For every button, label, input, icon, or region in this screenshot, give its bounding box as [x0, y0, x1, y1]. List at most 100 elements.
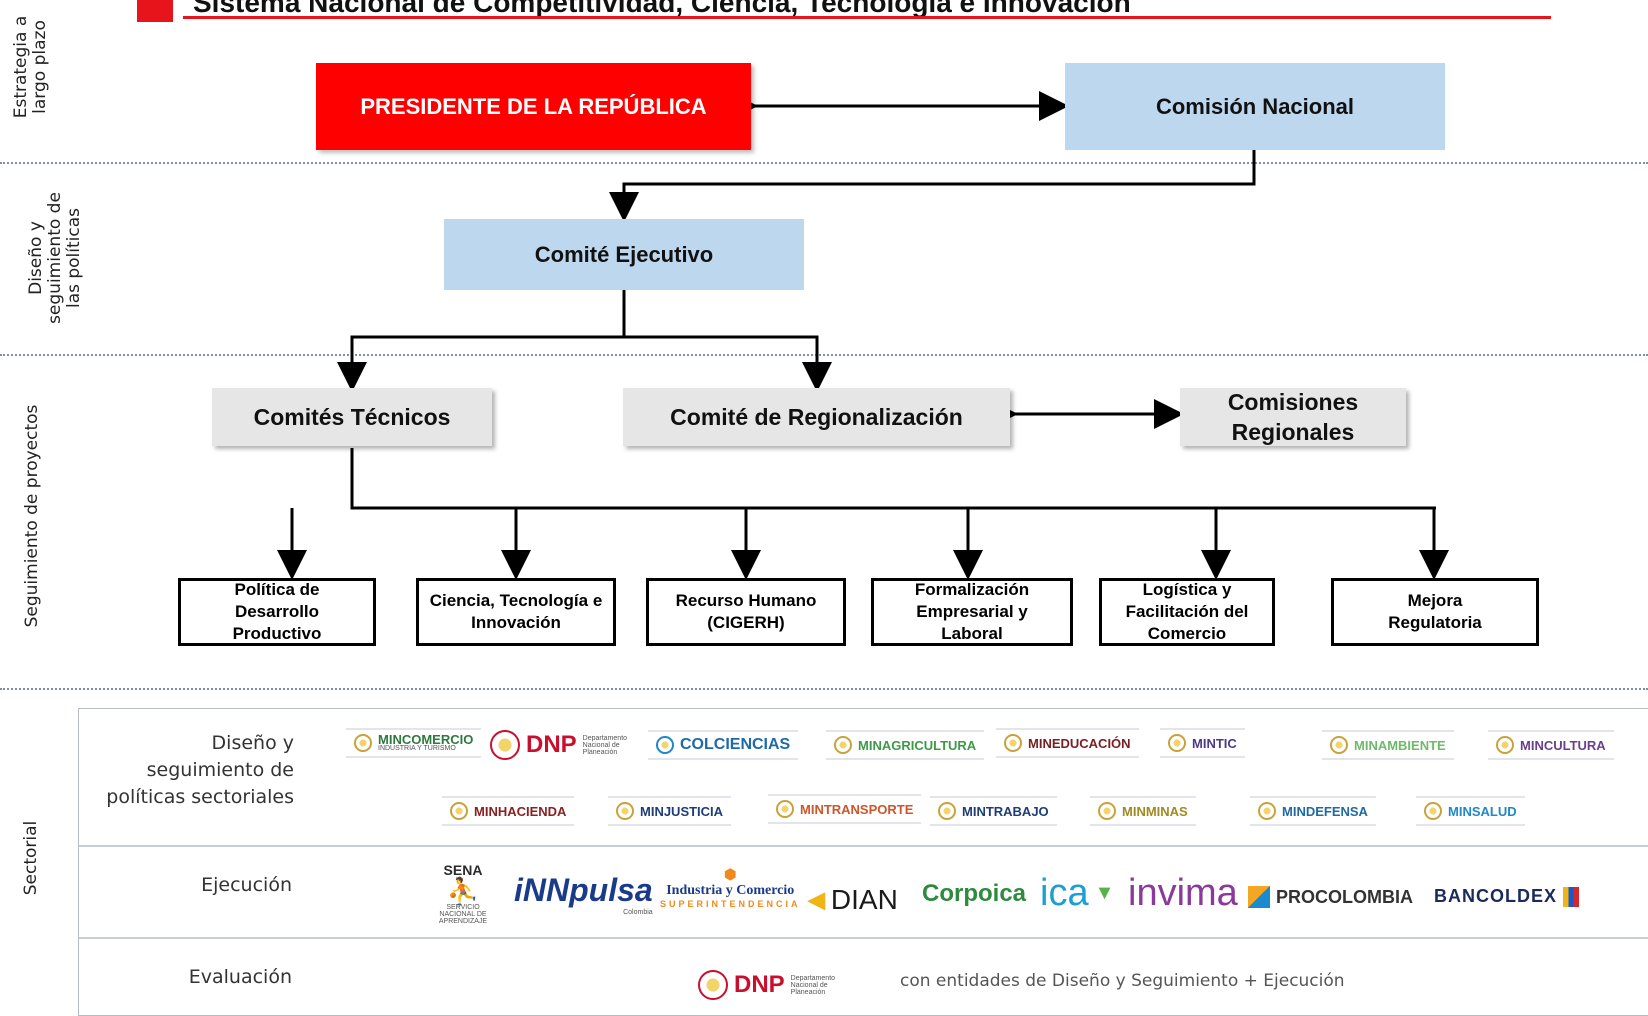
band-separator-2 [0, 354, 1648, 356]
logo-text: COLCIENCIAS [680, 736, 791, 753]
node-comision-nacional: Comisión Nacional [1065, 63, 1445, 150]
logo-text: MINAGRICULTURA [858, 737, 977, 753]
evaluation-note: con entidades de Diseño y Seguimiento + … [900, 971, 1345, 991]
node-comite-ejecutivo: Comité Ejecutivo [444, 219, 804, 290]
coat-of-arms-icon [776, 800, 794, 818]
coat-of-arms-icon [1496, 736, 1514, 754]
logo-minminas: MINMINAS [1090, 796, 1196, 826]
logo-text: MINDEFENSA [1282, 803, 1368, 819]
coat-of-arms-icon [1098, 802, 1116, 820]
logo-text: MINJUSTICIA [640, 803, 724, 819]
logo-text: MINSALUD [1448, 803, 1517, 819]
logo-subtext: INDUSTRIA Y TURISMO [378, 744, 456, 752]
logo-minagricultura: MINAGRICULTURA [826, 730, 985, 760]
logo-minhacienda: MINHACIENDA [442, 796, 575, 826]
logo-mineducacion: MINEDUCACIÓN [996, 728, 1139, 758]
node-politica-desarrollo: Política de Desarrollo Productivo [178, 578, 376, 646]
logo-mincultura: MINCULTURA [1488, 730, 1614, 760]
logo-invima: invima [1128, 872, 1238, 915]
logo-minsalud: MINSALUD [1416, 796, 1525, 826]
dian-triangle-icon: ◀ [808, 887, 825, 912]
logo-dnp: DNP Departamento Nacional de Planeación [490, 730, 627, 760]
sectorial-divider-2 [79, 937, 1648, 939]
band-separator-1 [0, 162, 1648, 164]
logo-mintrabajo: MINTRABAJO [930, 796, 1057, 826]
coat-of-arms-icon [490, 730, 520, 760]
node-ciencia-tecnologia: Ciencia, Tecnología e Innovación [416, 578, 616, 646]
logo-subtext: SERVICIO NACIONAL DE APRENDIZAJE [438, 904, 488, 925]
coat-of-arms-icon [1330, 736, 1348, 754]
logo-text: PROCOLOMBIA [1276, 886, 1413, 907]
node-logistica: Logística y Facilitación del Comercio [1099, 578, 1275, 646]
coat-of-arms-icon [698, 970, 728, 1000]
node-mejora-regulatoria: Mejora Regulatoria [1331, 578, 1539, 646]
coat-of-arms-icon [450, 802, 468, 820]
logo-dian: ◀ DIAN [808, 884, 898, 916]
logo-minambiente: MINAMBIENTE [1322, 730, 1454, 760]
coat-of-arms-icon [1168, 734, 1186, 752]
connector-lines [277, 91, 1449, 580]
node-formalizacion: Formalización Empresarial y Laboral [871, 578, 1073, 646]
logo-text: DNP [526, 731, 577, 758]
procolombia-icon [1248, 886, 1270, 908]
node-recurso-humano: Recurso Humano (CIGERH) [646, 578, 846, 646]
page-title: Sistema Nacional de Competitividad, Cien… [193, 0, 1131, 18]
logo-text: MINTIC [1192, 735, 1237, 751]
logo-innpulsa: iNNpulsa Colombia [514, 872, 653, 916]
sectorial-divider-1 [79, 845, 1648, 847]
logo-mintic: MINTIC [1160, 728, 1245, 758]
coat-of-arms-icon [1004, 734, 1022, 752]
logo-minjusticia: MINJUSTICIA [608, 796, 732, 826]
logo-text: MINAMBIENTE [1354, 737, 1446, 753]
band-separator-3 [0, 688, 1648, 690]
band-label-sectorial: Sectorial [21, 820, 41, 896]
logo-text: Industria y Comercio [666, 883, 795, 898]
sena-figure-icon: ⛹ [446, 876, 480, 906]
logo-text: MINHACIENDA [474, 803, 567, 819]
coat-of-arms-icon [1424, 802, 1442, 820]
logo-text: MINTRANSPORTE [800, 801, 914, 817]
logo-corpoica: Corpoica [922, 880, 1026, 908]
logo-text: MINCULTURA [1520, 737, 1606, 753]
sectorial-row-label-ejecucion: Ejecución [201, 874, 292, 896]
logo-text: MINTRABAJO [962, 803, 1049, 819]
coat-of-arms-icon [1258, 802, 1276, 820]
ica-leaf-icon: ▼ [1094, 882, 1115, 904]
logo-subtext: SUPERINTENDENCIA [660, 899, 801, 909]
coat-of-arms-icon [834, 736, 852, 754]
title-marker [137, 0, 173, 22]
sic-emblem-icon: ⬢ [724, 866, 737, 882]
logo-bancoldex: BANCOLDEX [1434, 886, 1580, 907]
logo-sic: ⬢ Industria y Comercio SUPERINTENDENCIA [660, 866, 801, 909]
logo-text: invima [1128, 872, 1238, 914]
coat-of-arms-icon [938, 802, 956, 820]
logo-sena: SENA ⛹ SERVICIO NACIONAL DE APRENDIZAJE [430, 862, 496, 925]
logo-text: Corpoica [922, 880, 1027, 907]
node-presidente: PRESIDENTE DE LA REPÚBLICA [316, 63, 751, 150]
logo-text: SENA [443, 862, 483, 878]
coat-of-arms-icon [616, 802, 634, 820]
sectorial-row-label-diseno: Diseño y seguimiento de políticas sector… [106, 732, 294, 808]
logo-text: BANCOLDEX [1434, 886, 1558, 906]
logo-subtext: Departamento Nacional de Planeación [582, 734, 628, 756]
bancoldex-flag-icon [1563, 886, 1580, 907]
logo-colciencias: COLCIENCIAS [648, 730, 799, 760]
logo-mintransporte: MINTRANSPORTE [768, 794, 922, 824]
logo-ica: ica ▼ [1040, 872, 1114, 915]
logo-text: MINMINAS [1122, 803, 1188, 819]
logo-mindefensa: MINDEFENSA [1250, 796, 1376, 826]
logo-text: DIAN [830, 884, 898, 915]
logo-subtext: Departamento Nacional de Planeación [790, 974, 836, 996]
logo-text: ica [1040, 872, 1089, 914]
logo-text: DNP [734, 971, 785, 998]
logo-mincomercio: MINCOMERCIO INDUSTRIA Y TURISMO [346, 728, 482, 758]
logo-text: MINEDUCACIÓN [1028, 735, 1131, 751]
node-comite-regionalizacion: Comité de Regionalización [623, 388, 1010, 446]
logo-procolombia: PROCOLOMBIA [1248, 886, 1413, 908]
logo-subtext: Colombia [623, 909, 653, 916]
coat-of-arms-icon [354, 734, 372, 752]
logo-dnp-evaluacion: DNP Departamento Nacional de Planeación [698, 970, 835, 1000]
logo-text: iNNpulsa [514, 872, 653, 908]
node-comisiones-regionales: Comisiones Regionales [1180, 388, 1406, 446]
logo-text: MINCOMERCIO [378, 731, 474, 747]
